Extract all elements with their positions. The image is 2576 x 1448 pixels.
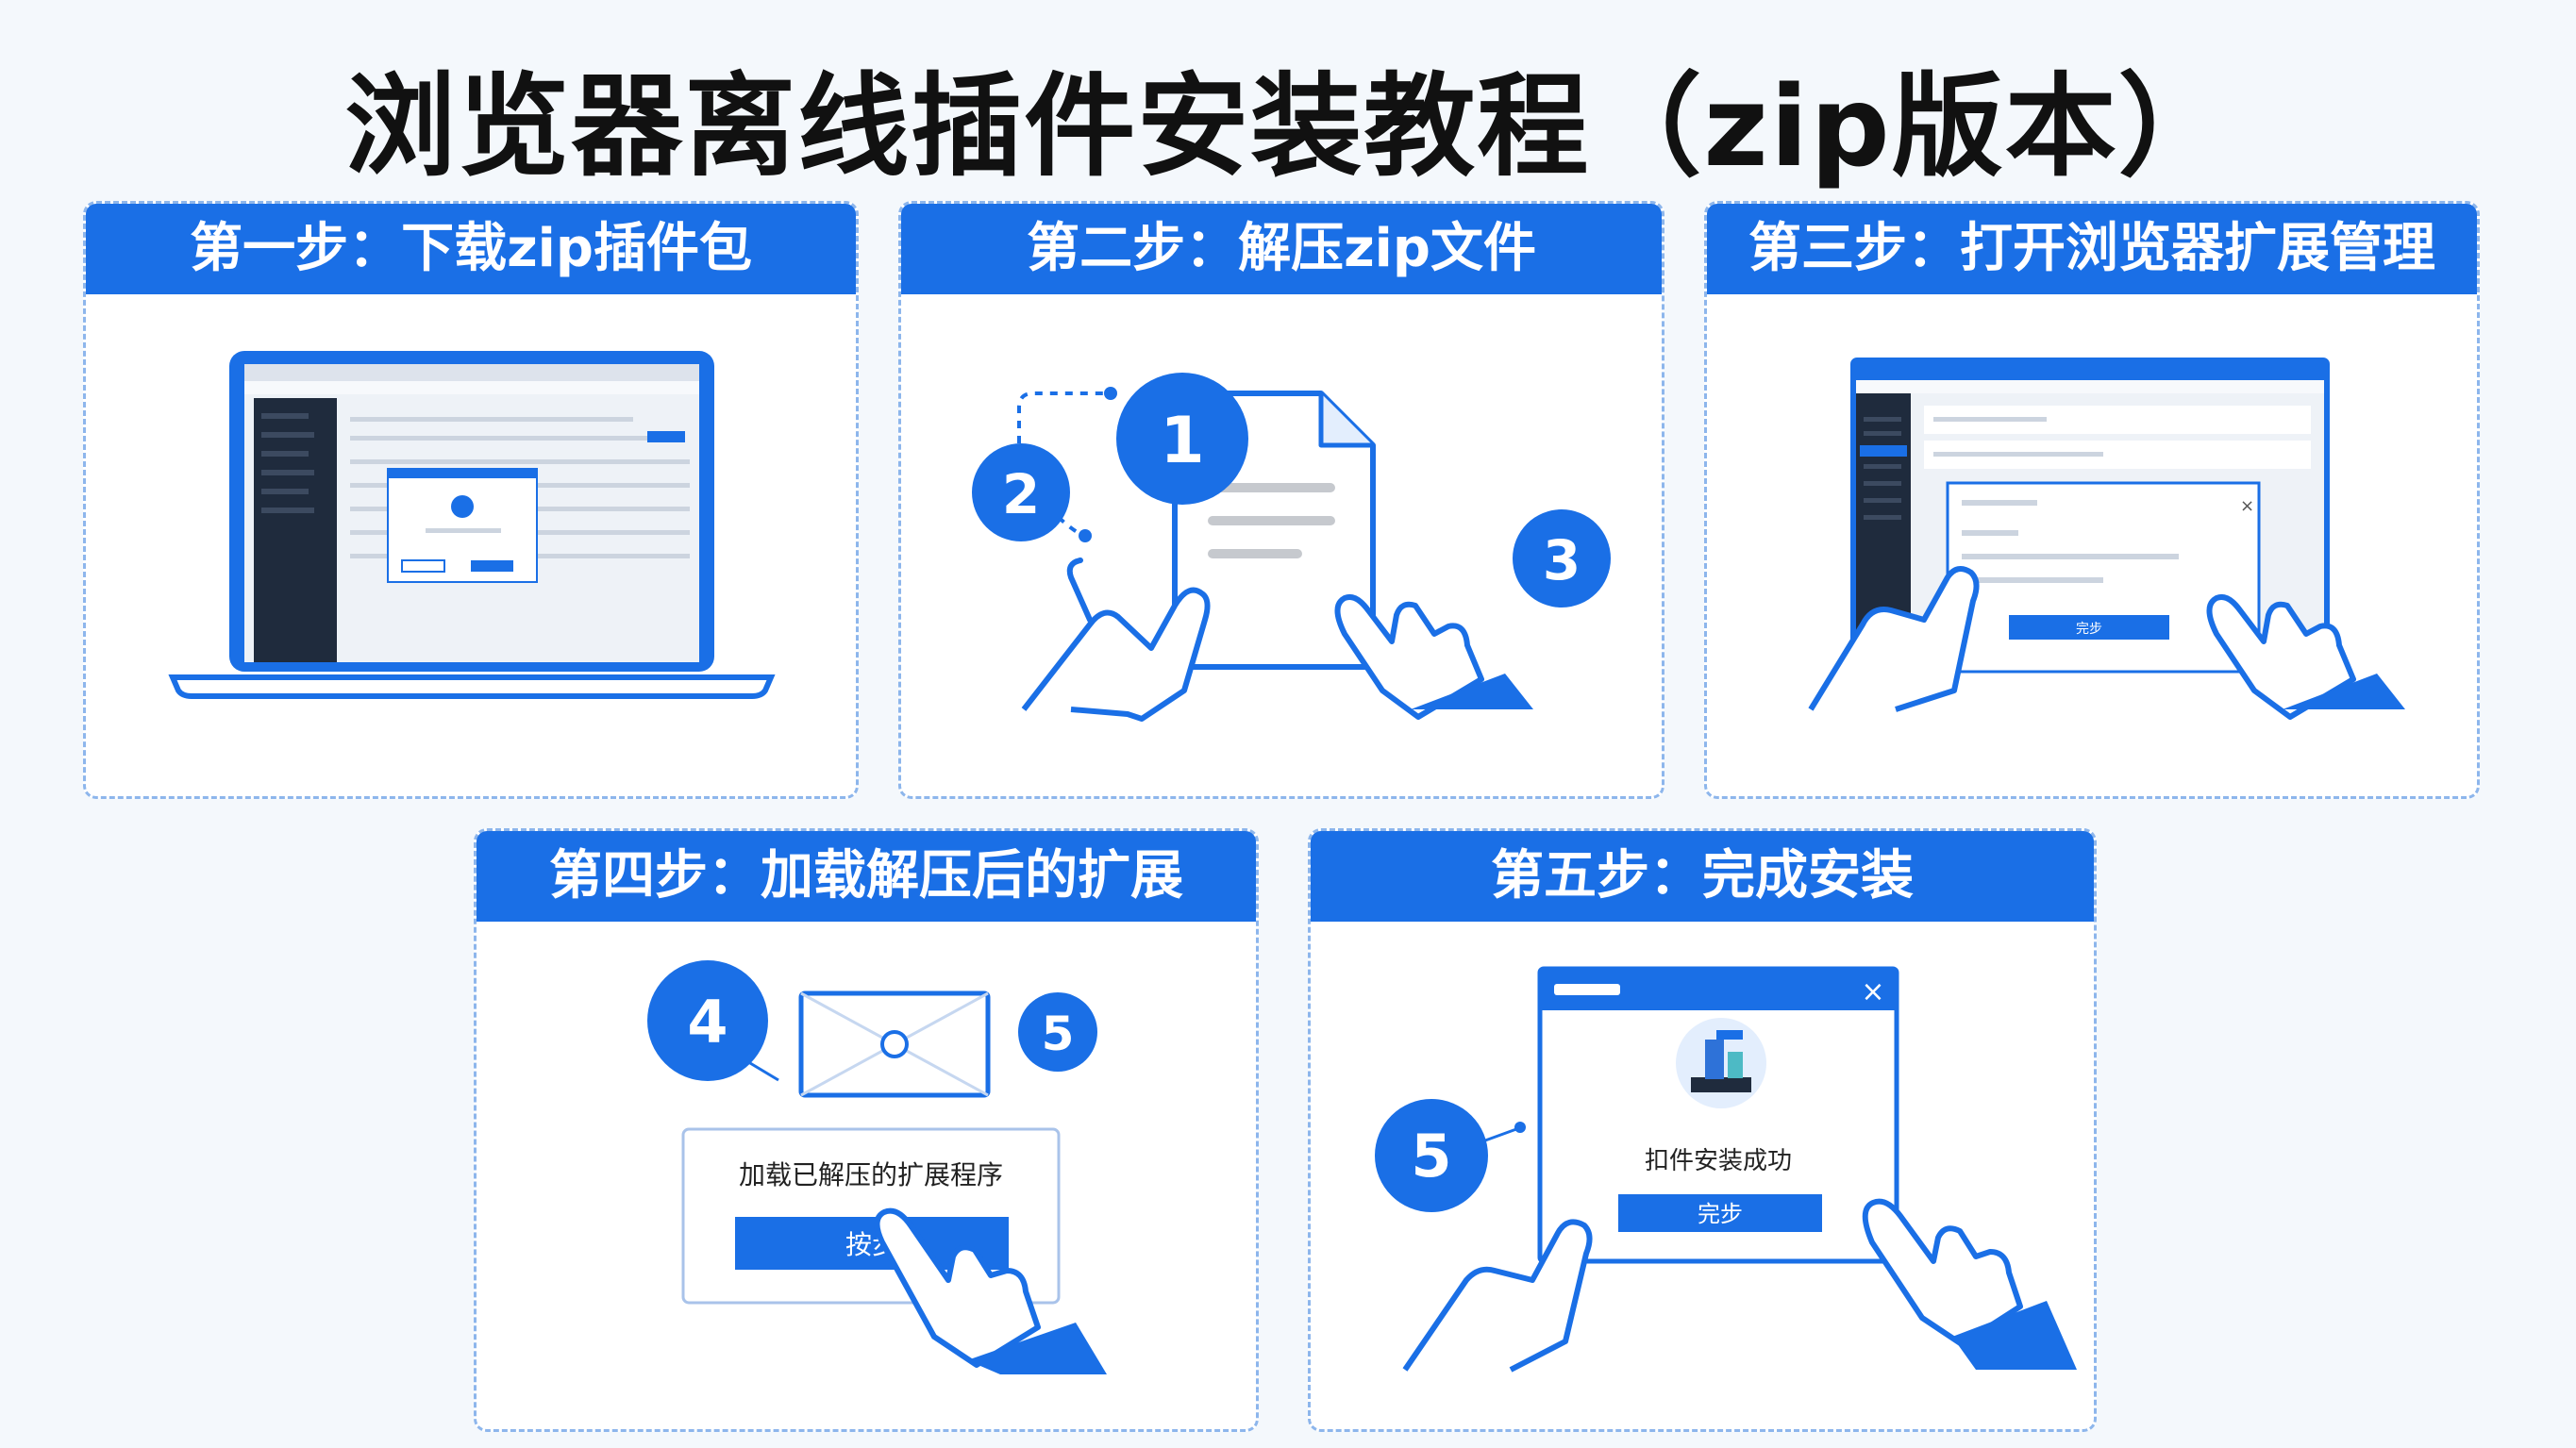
- step-5-heading: 第五步：完成安装: [1311, 831, 2094, 922]
- page-title: 浏览器离线插件安装教程（zip版本）: [344, 61, 2232, 191]
- step-5-card: 第五步：完成安装 × 扣件安装成功 完步 5: [1308, 828, 2097, 1432]
- install-success-text: 扣件安装成功: [1645, 1147, 1792, 1175]
- badge-5: 5: [1042, 1007, 1075, 1061]
- badge-3: 3: [1543, 528, 1581, 592]
- badge-5-final: 5: [1411, 1122, 1451, 1190]
- document-icon: 1 2 3: [972, 373, 1611, 722]
- extension-manager-illustration: × 完步: [1808, 358, 2405, 720]
- finish-button-label: 完步: [1698, 1201, 1743, 1227]
- step-3-card: 第三步：打开浏览器扩展管理 × 完步: [1704, 201, 2480, 799]
- laptop-icon: [168, 351, 776, 699]
- badge-4: 4: [687, 988, 728, 1057]
- close-icon: ×: [2240, 496, 2254, 516]
- step-3-heading: 第三步：打开浏览器扩展管理: [1707, 204, 2477, 294]
- step-2-card: 第二步：解压zip文件 1 2 3: [898, 201, 1664, 799]
- step-1-card: 第一步：下载zip插件包: [83, 201, 859, 799]
- plugin-icon: [1676, 1018, 1766, 1108]
- badge-2: 2: [1002, 462, 1040, 526]
- badge-1: 1: [1160, 404, 1204, 478]
- step-4-heading: 第四步：加载解压后的扩展: [477, 831, 1256, 922]
- step-2-heading: 第二步：解压zip文件: [901, 204, 1662, 294]
- close-icon[interactable]: ×: [1861, 975, 1884, 1008]
- step-4-card: 第四步：加载解压后的扩展 4 5 加载已解压的扩展程序 按步: [474, 828, 1259, 1432]
- load-extension-illustration: 4 5 加载已解压的扩展程序 按步: [647, 960, 1107, 1374]
- finish-button[interactable]: [1618, 1194, 1822, 1232]
- confirm-button-step3-label: 完步: [2076, 622, 2102, 637]
- load-unpacked-text: 加载已解压的扩展程序: [739, 1159, 1003, 1190]
- step-1-heading: 第一步：下载zip插件包: [86, 204, 856, 294]
- confirm-button-step3[interactable]: [2009, 615, 2169, 640]
- install-success-illustration: × 扣件安装成功 完步 5: [1375, 966, 2077, 1373]
